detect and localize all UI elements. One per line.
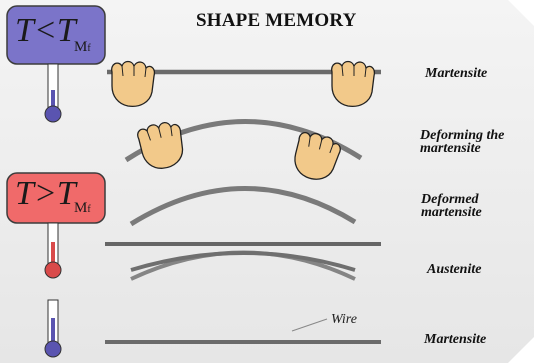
- hand-icon: [137, 121, 184, 169]
- hand-icon: [294, 131, 341, 180]
- label-martensite-bottom: Martensite: [424, 332, 487, 347]
- hot-temp-sub-m: M: [74, 200, 88, 216]
- label-deformed: Deformed martensite: [421, 192, 482, 220]
- cold-temp-text: T<T: [15, 12, 76, 49]
- thermometer-icon: [44, 299, 62, 358]
- hot-temp-label: T>T Mf: [7, 173, 105, 223]
- label-austenite: Austenite: [427, 262, 482, 277]
- label-deforming: Deforming the martensite: [420, 128, 505, 156]
- hand-icon: [111, 60, 156, 108]
- wire-austenite-arc-inner: [130, 251, 356, 272]
- thermometer-icon: [44, 222, 62, 279]
- hand-icon: [331, 60, 376, 108]
- cold-temp-sub-m: M: [74, 39, 88, 55]
- wire-pointer-line: [291, 318, 328, 332]
- label-martensite-top: Martensite: [425, 66, 488, 81]
- hot-temp-text: T>T: [15, 175, 76, 212]
- thermometer-icon: [44, 63, 62, 123]
- cold-temp-label: T<T Mf: [7, 6, 105, 64]
- wire-deformed: [129, 186, 357, 227]
- cold-temp-sub-f: f: [87, 43, 91, 54]
- cold-temp-sub: Mf: [74, 39, 91, 56]
- hot-temp-sub: Mf: [74, 200, 91, 217]
- hot-temp-sub-f: f: [87, 204, 91, 215]
- wire-label: Wire: [331, 312, 357, 327]
- diagram-title: SHAPE MEMORY: [196, 10, 357, 31]
